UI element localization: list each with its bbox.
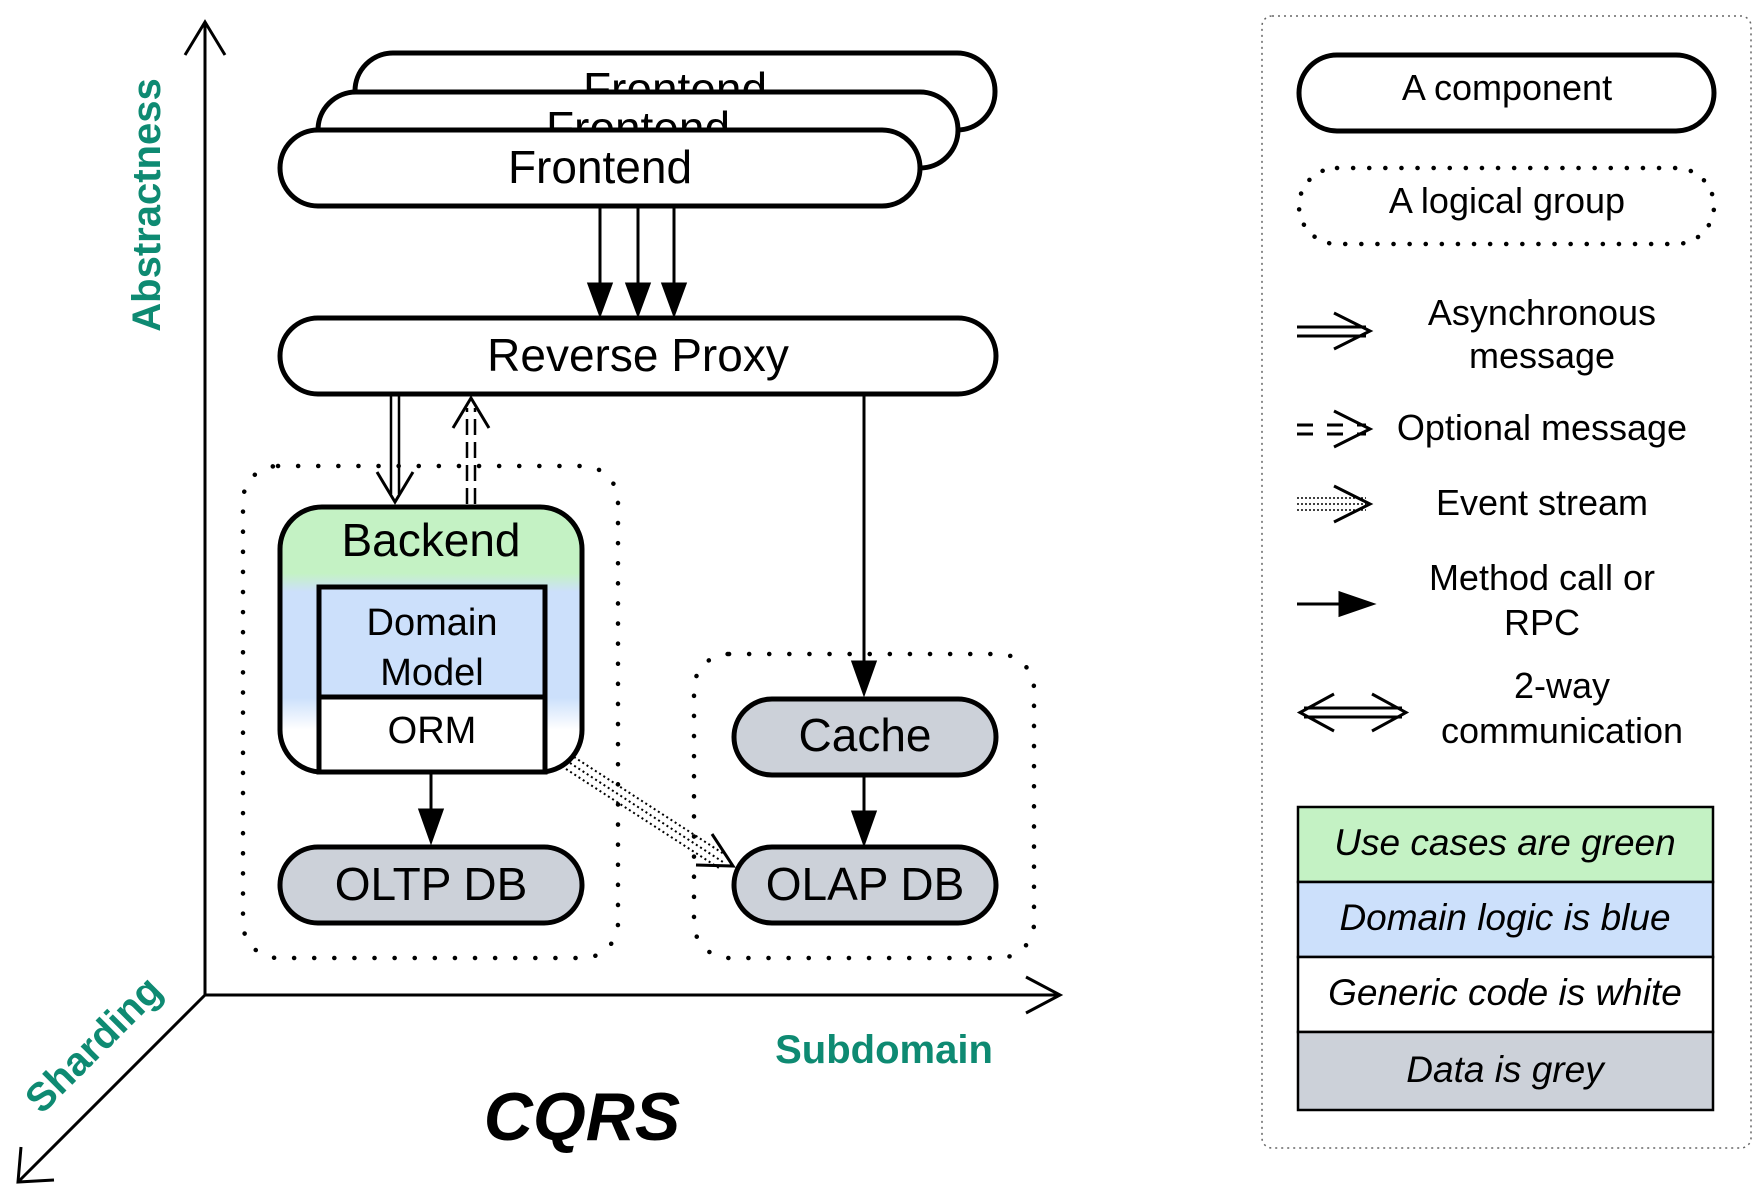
legend-color-table: Use cases are green Domain logic is blue… [1296, 805, 1715, 1112]
x-axis-arrowhead [1025, 975, 1064, 1015]
olap-db-component: OLAP DB [731, 844, 999, 926]
domain-model-label-line2: Model [380, 652, 484, 694]
backend-to-olap-event-stream-arrow [565, 756, 736, 869]
legend-method-call-symbol [1297, 590, 1377, 618]
backend-label: Backend [341, 514, 520, 566]
y-axis-arrowhead [183, 19, 227, 56]
legend-optional-label: Optional message [1397, 407, 1687, 448]
legend-method-call-label-line1: Method call or [1429, 557, 1655, 598]
legend-green-cell [1296, 805, 1715, 884]
legend-optional-symbol [1297, 409, 1374, 449]
cache-to-olap-arrow [850, 775, 878, 848]
backend-to-proxy-optional-arrow [451, 395, 491, 504]
legend-component-label: A component [1402, 67, 1612, 108]
legend-event-stream-label: Event stream [1436, 482, 1648, 523]
proxy-to-cache-arrow [850, 396, 878, 698]
reverse-proxy-component: Reverse Proxy [277, 315, 999, 397]
legend-logical-group-label: A logical group [1389, 180, 1625, 221]
oltp-db-label: OLTP DB [335, 858, 528, 910]
read-side-logical-group [691, 651, 1037, 961]
proxy-to-backend-async-arrow [375, 396, 415, 505]
frontend-label: Frontend [508, 141, 692, 193]
legend-white-cell [1296, 955, 1715, 1034]
orm-label: ORM [388, 710, 477, 752]
backend-component: Backend Domain Model ORM [277, 504, 585, 775]
frontend-back-2-label: Frontend [583, 63, 767, 115]
legend-logical-group-shape [1296, 165, 1717, 247]
legend-component-shape [1296, 52, 1717, 134]
olap-db-label: OLAP DB [766, 858, 965, 910]
oltp-db-component: OLTP DB [277, 844, 585, 926]
backend-logical-group [240, 463, 621, 961]
legend-two-way-symbol [1296, 692, 1410, 733]
legend-blue-cell [1296, 880, 1715, 959]
axes [16, 19, 1064, 1184]
cache-component: Cache [731, 696, 999, 778]
frontend-back-1-label: Frontend [546, 102, 730, 154]
legend-white-label: Generic code is white [1328, 972, 1682, 1013]
frontend-to-proxy-arrows [586, 206, 688, 319]
legend-method-call-label-line2: RPC [1504, 602, 1580, 643]
legend-async-label-line1: Asynchronous [1428, 292, 1656, 333]
backend-to-oltp-arrow [417, 772, 445, 846]
legend-event-stream-symbol [1297, 484, 1374, 524]
frontend-component: Frontend [277, 127, 923, 209]
domain-model-label-line1: Domain [367, 602, 498, 644]
legend: A component A logical group Asynchronous… [1261, 15, 1752, 1149]
x-axis-label: Subdomain [775, 1028, 993, 1072]
legend-grey-label: Data is grey [1406, 1049, 1606, 1090]
domain-model-box [316, 584, 548, 700]
y-axis-label: Abstractness [125, 78, 169, 331]
diagram-title: CQRS [484, 1079, 680, 1155]
cache-label: Cache [799, 709, 932, 761]
z-axis [16, 993, 207, 1184]
legend-async-symbol [1297, 311, 1374, 351]
legend-two-way-label-line1: 2-way [1514, 665, 1610, 706]
z-axis-label: Sharding [17, 968, 171, 1122]
legend-frame [1261, 15, 1752, 1149]
reverse-proxy-label: Reverse Proxy [487, 329, 789, 381]
legend-grey-cell [1296, 1030, 1715, 1112]
legend-blue-label: Domain logic is blue [1339, 897, 1670, 938]
legend-green-label: Use cases are green [1334, 822, 1675, 863]
orm-box [316, 694, 548, 775]
legend-async-label-line2: message [1469, 335, 1615, 376]
legend-two-way-label-line2: communication [1441, 710, 1683, 751]
z-axis-arrowhead [16, 1146, 55, 1184]
